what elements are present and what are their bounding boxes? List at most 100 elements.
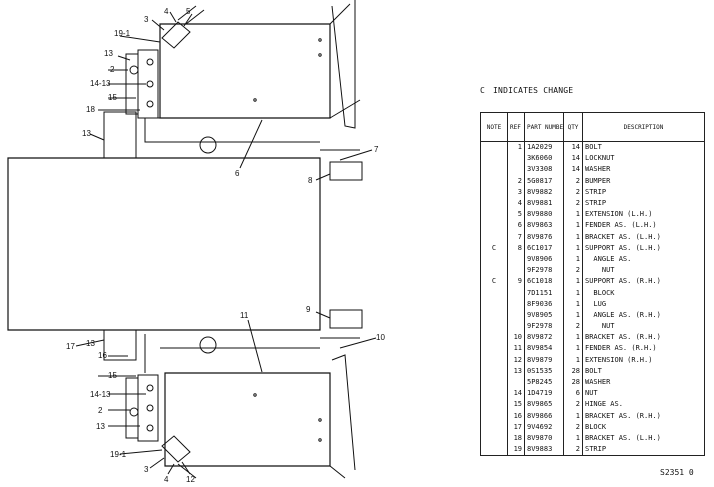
callout-15b: 15 <box>108 371 117 380</box>
row-note <box>480 186 508 198</box>
row-qty: 1 <box>563 287 583 299</box>
row-qty: 28 <box>563 376 583 389</box>
row-note <box>480 175 508 187</box>
row-part-number: 9V4692 <box>524 421 564 433</box>
row-qty: 1 <box>563 343 583 355</box>
row-description: STRIP <box>582 197 705 210</box>
row-part-number: 5G0817 <box>524 175 564 187</box>
callout-2a: 2 <box>110 65 115 74</box>
callout-10: 10 <box>376 333 385 342</box>
header-ref: REF NO <box>507 112 525 142</box>
row-note <box>480 376 508 389</box>
row-qty: 14 <box>563 153 583 165</box>
row-part-number: 3K6060 <box>524 153 564 165</box>
row-ref: 10 <box>507 332 525 344</box>
row-description: BOLT <box>582 141 705 154</box>
row-part-number: 8V9863 <box>524 220 564 232</box>
row-part-number: 6C1018 <box>524 276 564 288</box>
row-part-number: 7D1151 <box>524 287 564 299</box>
row-note <box>480 410 508 422</box>
row-ref: 4 <box>507 197 525 210</box>
row-description: SUPPORT AS. (L.H.) <box>582 242 705 254</box>
row-note <box>480 321 508 333</box>
header-qty: QTY <box>563 112 583 142</box>
row-ref <box>507 253 525 266</box>
row-description: LOCKNUT <box>582 153 705 165</box>
callout-11: 11 <box>240 311 249 320</box>
row-part-number: 5P8245 <box>524 376 564 389</box>
row-description: EXTENSION (L.H.) <box>582 209 705 221</box>
row-note <box>480 354 508 366</box>
row-part-number: 8V9872 <box>524 332 564 344</box>
row-description: ANGLE AS. <box>582 253 705 266</box>
row-description: BRACKET AS. (L.H.) <box>582 231 705 243</box>
legend-code: C <box>480 86 486 95</box>
row-ref <box>507 164 525 176</box>
row-note <box>480 388 508 400</box>
row-qty: 2 <box>563 399 583 411</box>
row-description: NUT <box>582 388 705 400</box>
header-note: NOTE <box>480 112 508 142</box>
support-rh <box>329 309 363 329</box>
row-qty: 2 <box>563 197 583 210</box>
row-qty: 2 <box>563 175 583 187</box>
row-ref: 8 <box>507 242 525 254</box>
row-note <box>480 220 508 232</box>
callout-15a: 15 <box>108 93 117 102</box>
row-qty: 1 <box>563 242 583 254</box>
callout-8: 8 <box>308 176 313 185</box>
row-ref: 15 <box>507 399 525 411</box>
row-description: ANGLE AS. (R.H.) <box>582 309 705 321</box>
row-note <box>480 332 508 344</box>
machine-body <box>7 157 321 331</box>
row-part-number: 0S1535 <box>524 365 564 377</box>
callout-18: 18 <box>86 105 95 114</box>
row-note <box>480 399 508 411</box>
row-part-number: 9V8905 <box>524 309 564 321</box>
row-description: SUPPORT AS. (R.H.) <box>582 276 705 288</box>
row-description: FENDER AS. (R.H.) <box>582 343 705 355</box>
callout-6: 6 <box>235 169 240 178</box>
row-part-number: 8V9880 <box>524 209 564 221</box>
row-part-number: 8V9854 <box>524 343 564 355</box>
row-description: STRIP <box>582 444 705 457</box>
row-description: FENDER AS. (L.H.) <box>582 220 705 232</box>
drawing-code: S2351 0 <box>660 468 694 477</box>
row-description: STRIP <box>582 186 705 198</box>
row-qty: 6 <box>563 388 583 400</box>
row-qty: 2 <box>563 186 583 198</box>
row-part-number: 8V9881 <box>524 197 564 210</box>
row-part-number: 9F2978 <box>524 321 564 333</box>
row-part-number: 3V3308 <box>524 164 564 176</box>
row-ref <box>507 376 525 389</box>
row-qty: 14 <box>563 164 583 176</box>
left-fender <box>159 23 331 119</box>
row-description: BUMPER <box>582 175 705 187</box>
row-qty: 2 <box>563 444 583 457</box>
hinge-bracket-lower <box>137 374 159 442</box>
callout-2b: 2 <box>98 406 103 415</box>
row-qty: 1 <box>563 354 583 366</box>
row-qty: 2 <box>563 265 583 277</box>
row-ref <box>507 321 525 333</box>
row-description: NUT <box>582 321 705 333</box>
row-description: WASHER <box>582 376 705 389</box>
row-part-number: 8V9865 <box>524 399 564 411</box>
